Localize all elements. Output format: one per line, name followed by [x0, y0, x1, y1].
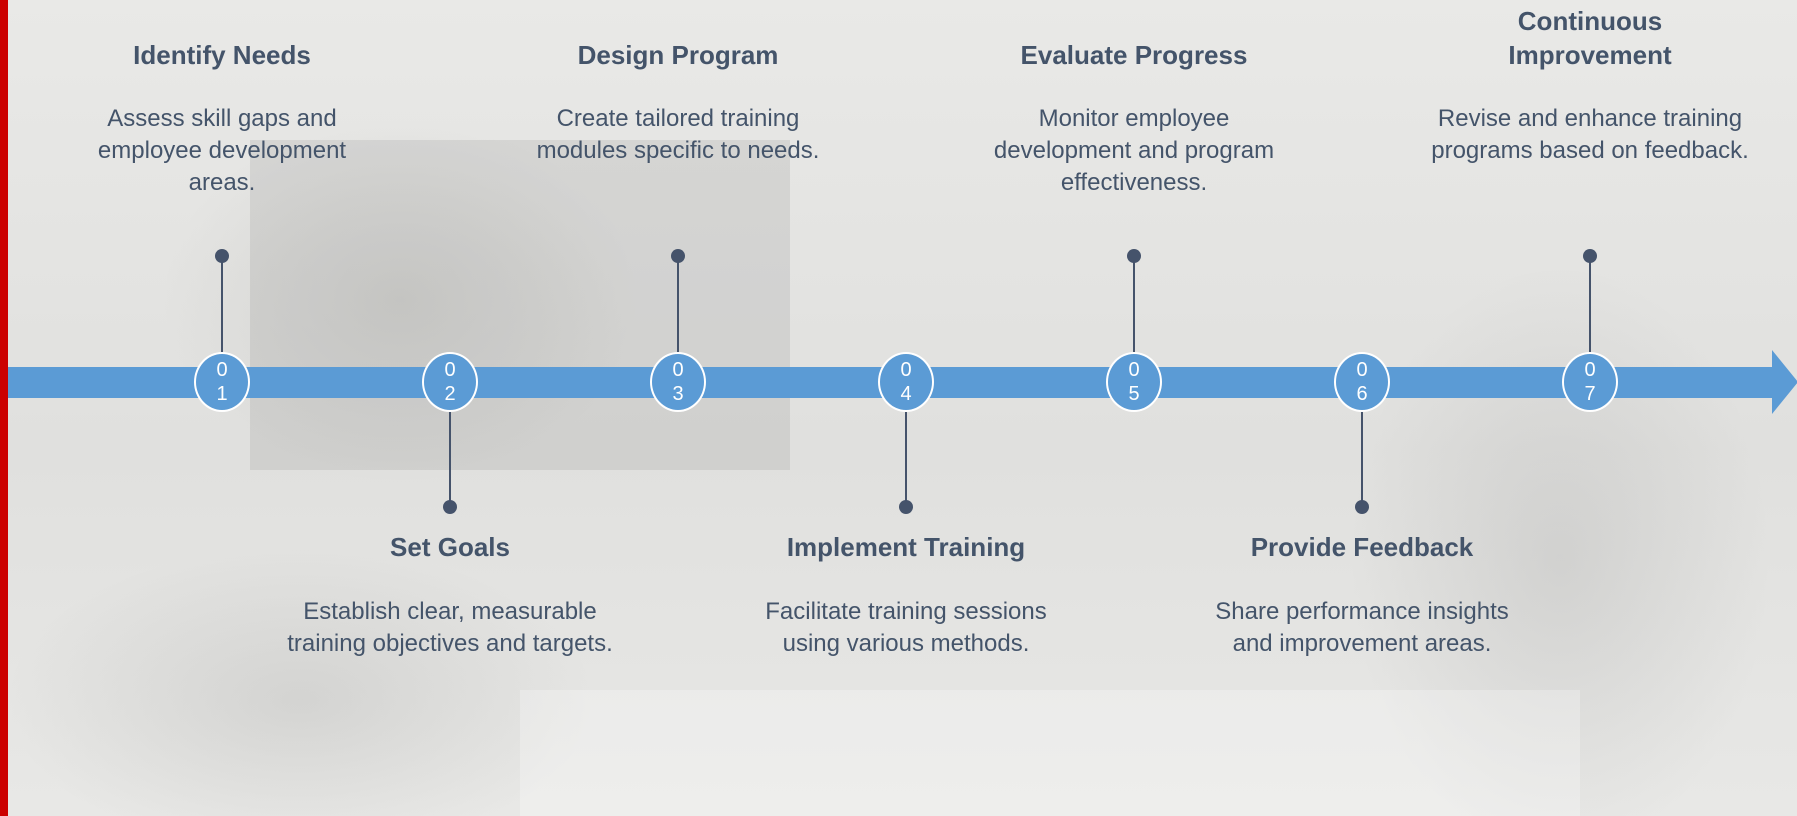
background-chalkboard — [250, 140, 790, 470]
timeline-arrowhead — [1772, 350, 1797, 414]
step-number-digit: 5 — [1128, 383, 1140, 405]
step-number-digit: 4 — [900, 383, 912, 405]
step-description-7: Revise and enhance training programs bas… — [1431, 105, 1749, 164]
step-title-6: Provide Feedback — [1250, 532, 1474, 562]
connector-dot-2 — [443, 500, 457, 514]
step-number-digit: 2 — [444, 383, 456, 405]
step-title-5: Evaluate Progress — [1020, 40, 1248, 70]
step-description-6: Share performance insights and improveme… — [1215, 598, 1509, 657]
left-accent-bar — [0, 0, 8, 816]
step-description-4: Facilitate training sessions using vario… — [765, 598, 1047, 657]
connector-dot-4 — [899, 500, 913, 514]
step-description-3: Create tailored training modules specifi… — [536, 105, 820, 164]
connector-dot-5 — [1127, 249, 1141, 263]
step-number-digit: 3 — [672, 383, 684, 405]
connector-dot-3 — [671, 249, 685, 263]
connector-line-4 — [905, 412, 907, 507]
step-title-3: Design Program — [577, 40, 779, 70]
connector-dot-1 — [215, 249, 229, 263]
step-number-digit: 0 — [900, 359, 912, 381]
step-number-digit: 0 — [1356, 359, 1368, 381]
step-description-1: Assess skill gaps and employee developme… — [97, 105, 347, 196]
connector-line-7 — [1589, 257, 1591, 352]
connector-line-6 — [1361, 412, 1363, 507]
step-number-digit: 1 — [216, 383, 228, 405]
step-number-digit: 0 — [1128, 359, 1140, 381]
connector-line-2 — [449, 412, 451, 507]
connector-line-5 — [1133, 257, 1135, 352]
step-number-digit: 0 — [216, 359, 228, 381]
connector-dot-6 — [1355, 500, 1369, 514]
step-number-digit: 0 — [444, 359, 456, 381]
connector-line-3 — [677, 257, 679, 352]
step-description-5: Monitor employee development and program… — [993, 105, 1275, 196]
step-number-digit: 0 — [1584, 359, 1596, 381]
step-title-7: Continuous Improvement — [1508, 6, 1672, 70]
step-title-4: Implement Training — [786, 532, 1026, 562]
background-table — [520, 690, 1580, 816]
connector-dot-7 — [1583, 249, 1597, 263]
connector-line-1 — [221, 257, 223, 352]
step-number-digit: 0 — [672, 359, 684, 381]
step-title-1: Identify Needs — [133, 40, 311, 70]
step-title-2: Set Goals — [390, 532, 510, 562]
step-description-2: Establish clear, measurable training obj… — [287, 598, 613, 657]
step-number-digit: 6 — [1356, 383, 1368, 405]
step-number-digit: 7 — [1584, 383, 1596, 405]
